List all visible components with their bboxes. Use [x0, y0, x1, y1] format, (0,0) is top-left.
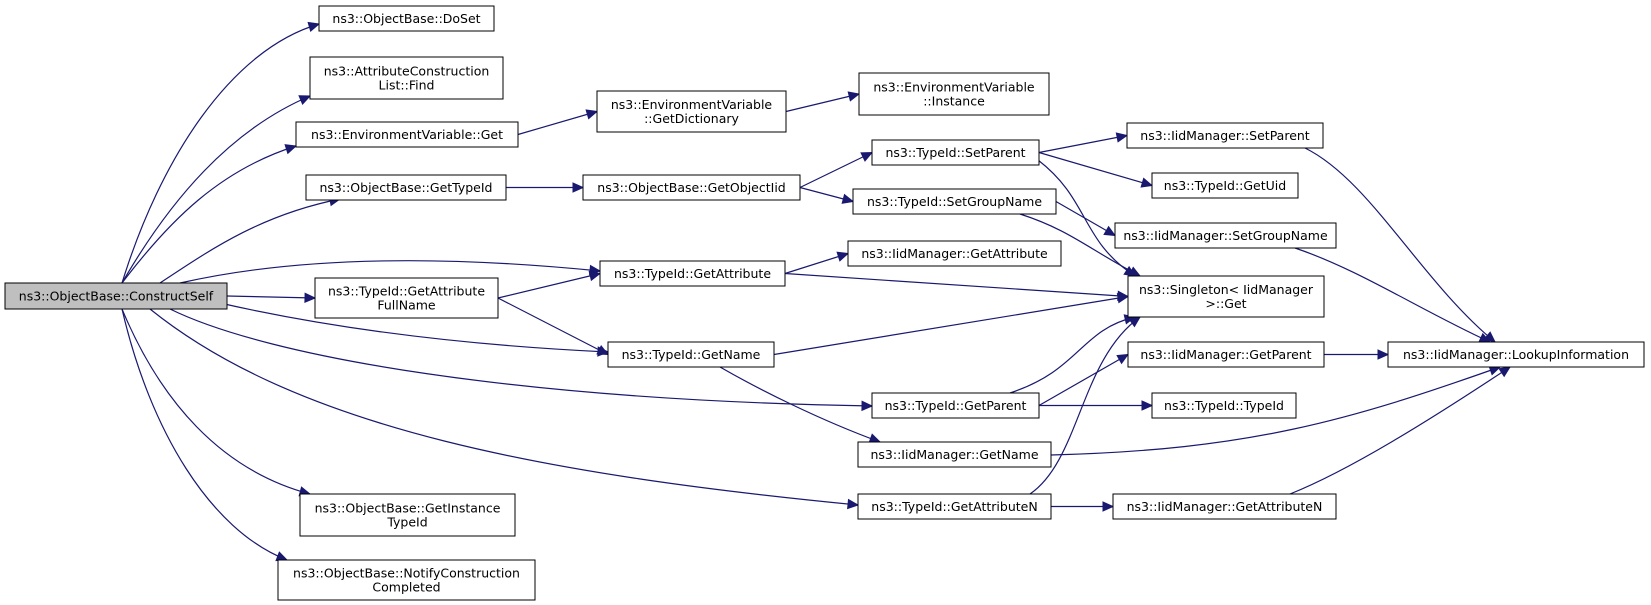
node-label: ns3::ObjectBase::GetTypeId	[320, 180, 493, 195]
edge-root-to-envget	[121, 144, 298, 284]
node-label: ns3::Singleton< IidManager	[1139, 282, 1314, 297]
edge-iid_getparent-to-lookup	[1324, 349, 1390, 360]
edge-fullname-to-getattribute	[497, 270, 602, 299]
node-label: ns3::TypeId::TypeId	[1164, 398, 1284, 413]
edge-root-to-getparent	[169, 308, 874, 412]
edge-getname-to-iid_getname	[719, 366, 882, 444]
node-label: ns3::TypeId::GetParent	[885, 398, 1027, 413]
node-iid-setparent[interactable]: ns3::IidManager::SetParent	[1126, 122, 1324, 149]
node-gettypeid[interactable]: ns3::ObjectBase::GetTypeId	[305, 174, 507, 201]
node-label: ::GetDictionary	[644, 111, 739, 126]
edge-getparent-to-singleton	[1009, 314, 1137, 394]
node-label: ns3::AttributeConstruction	[324, 64, 490, 79]
node-doset[interactable]: ns3::ObjectBase::DoSet	[318, 5, 495, 32]
edge-getname-to-singleton	[773, 292, 1130, 356]
node-notify[interactable]: ns3::ObjectBase::NotifyConstructionCompl…	[277, 559, 536, 601]
node-getuid[interactable]: ns3::TypeId::GetUid	[1151, 172, 1299, 199]
node-getobjectiid[interactable]: ns3::ObjectBase::GetObjectIid	[582, 174, 801, 201]
node-label: ns3::ObjectBase::DoSet	[332, 11, 480, 26]
edge-root-to-notify	[121, 308, 289, 562]
edge-getdict-to-instance	[785, 91, 861, 113]
node-label: ns3::IidManager::SetParent	[1140, 128, 1310, 143]
node-root[interactable]: ns3::ObjectBase::ConstructSelf	[4, 282, 228, 310]
node-typeid[interactable]: ns3::TypeId::TypeId	[1151, 392, 1297, 419]
node-label: ns3::ObjectBase::ConstructSelf	[19, 289, 214, 304]
edge-getattribute-to-singleton	[784, 272, 1130, 302]
edge-iid_getattributen-to-lookup	[1289, 366, 1512, 495]
node-iid-setgroupname[interactable]: ns3::IidManager::SetGroupName	[1114, 222, 1337, 249]
edges-layer	[121, 21, 1512, 562]
edge-fullname-to-getname	[497, 297, 610, 356]
edge-setparent-to-getuid	[1038, 151, 1154, 188]
node-label: ns3::TypeId::SetGroupName	[867, 194, 1042, 209]
node-label: ns3::IidManager::SetGroupName	[1123, 228, 1328, 243]
edge-root-to-doset	[121, 21, 321, 284]
node-label: ns3::TypeId::GetName	[622, 347, 761, 362]
edge-envget-to-getdict	[517, 109, 599, 136]
node-getparent[interactable]: ns3::TypeId::GetParent	[871, 392, 1040, 419]
edge-root-to-find	[121, 95, 312, 284]
node-iid-getname[interactable]: ns3::IidManager::GetName	[857, 441, 1052, 468]
edge-getattributen-to-singleton	[1029, 316, 1141, 495]
node-label: ::Instance	[923, 94, 985, 109]
node-setgroupname[interactable]: ns3::TypeId::SetGroupName	[852, 188, 1057, 215]
edge-getparent-to-typeid	[1039, 400, 1154, 411]
node-label: ns3::IidManager::GetAttributeN	[1127, 499, 1323, 514]
node-label: ns3::EnvironmentVariable	[873, 80, 1035, 95]
node-iid-getparent[interactable]: ns3::IidManager::GetParent	[1127, 341, 1325, 368]
edge-getattribute-to-iid_getattribute	[784, 251, 850, 275]
node-label: ns3::ObjectBase::NotifyConstruction	[293, 566, 520, 581]
node-label: List::Find	[379, 78, 435, 93]
edge-root-to-getattributen	[149, 308, 860, 510]
node-label: ns3::TypeId::SetParent	[885, 145, 1025, 160]
edge-getobjectiid-to-setgroupname	[799, 186, 855, 204]
edge-setgroupname-to-iid_setgroupname	[1055, 200, 1117, 237]
node-label: ns3::IidManager::GetAttribute	[861, 246, 1048, 261]
node-label: ns3::ObjectBase::GetObjectIid	[597, 180, 785, 195]
node-getdict[interactable]: ns3::EnvironmentVariable::GetDictionary	[596, 90, 787, 133]
node-iid-getattribute[interactable]: ns3::IidManager::GetAttribute	[847, 240, 1062, 267]
edge-root-to-fullname	[226, 292, 317, 304]
node-label: ns3::ObjectBase::GetInstance	[315, 501, 501, 516]
node-label: ns3::EnvironmentVariable::Get	[311, 127, 503, 142]
node-label: ns3::TypeId::GetAttribute	[614, 266, 771, 281]
node-iid-getattributen[interactable]: ns3::IidManager::GetAttributeN	[1112, 493, 1337, 520]
nodes-layer: ns3::ObjectBase::ConstructSelfns3::Objec…	[4, 5, 1645, 601]
node-label: ns3::EnvironmentVariable	[611, 97, 773, 112]
node-label: FullName	[377, 298, 436, 313]
edge-getparent-to-iid_getparent	[1038, 353, 1130, 407]
node-getattributen[interactable]: ns3::TypeId::GetAttributeN	[857, 493, 1052, 520]
edge-getobjectiid-to-setparent	[799, 151, 874, 189]
node-label: ns3::IidManager::GetName	[870, 447, 1038, 462]
node-label: Completed	[372, 580, 440, 595]
node-getattribute[interactable]: ns3::TypeId::GetAttribute	[599, 260, 786, 287]
node-lookup[interactable]: ns3::IidManager::LookupInformation	[1387, 341, 1645, 368]
node-label: ns3::IidManager::LookupInformation	[1403, 347, 1629, 362]
edge-getattributen-to-iid_getattributen	[1051, 501, 1115, 512]
edge-gettypeid-to-getobjectiid	[506, 182, 585, 193]
node-label: TypeId	[386, 515, 427, 530]
node-label: ns3::TypeId::GetAttributeN	[871, 499, 1037, 514]
node-envget[interactable]: ns3::EnvironmentVariable::Get	[295, 121, 519, 148]
node-label: ns3::TypeId::GetUid	[1164, 178, 1286, 193]
node-singleton[interactable]: ns3::Singleton< IidManager>::Get	[1127, 275, 1325, 318]
node-label: >::Get	[1205, 296, 1246, 311]
node-label: ns3::TypeId::GetAttribute	[328, 284, 485, 299]
edge-setparent-to-iid_setparent	[1038, 132, 1129, 154]
node-instance[interactable]: ns3::EnvironmentVariable::Instance	[858, 72, 1050, 116]
edge-root-to-getinstance	[121, 308, 312, 497]
node-setparent[interactable]: ns3::TypeId::SetParent	[871, 139, 1040, 166]
node-getname[interactable]: ns3::TypeId::GetName	[607, 341, 775, 368]
node-label: ns3::IidManager::GetParent	[1140, 347, 1311, 362]
